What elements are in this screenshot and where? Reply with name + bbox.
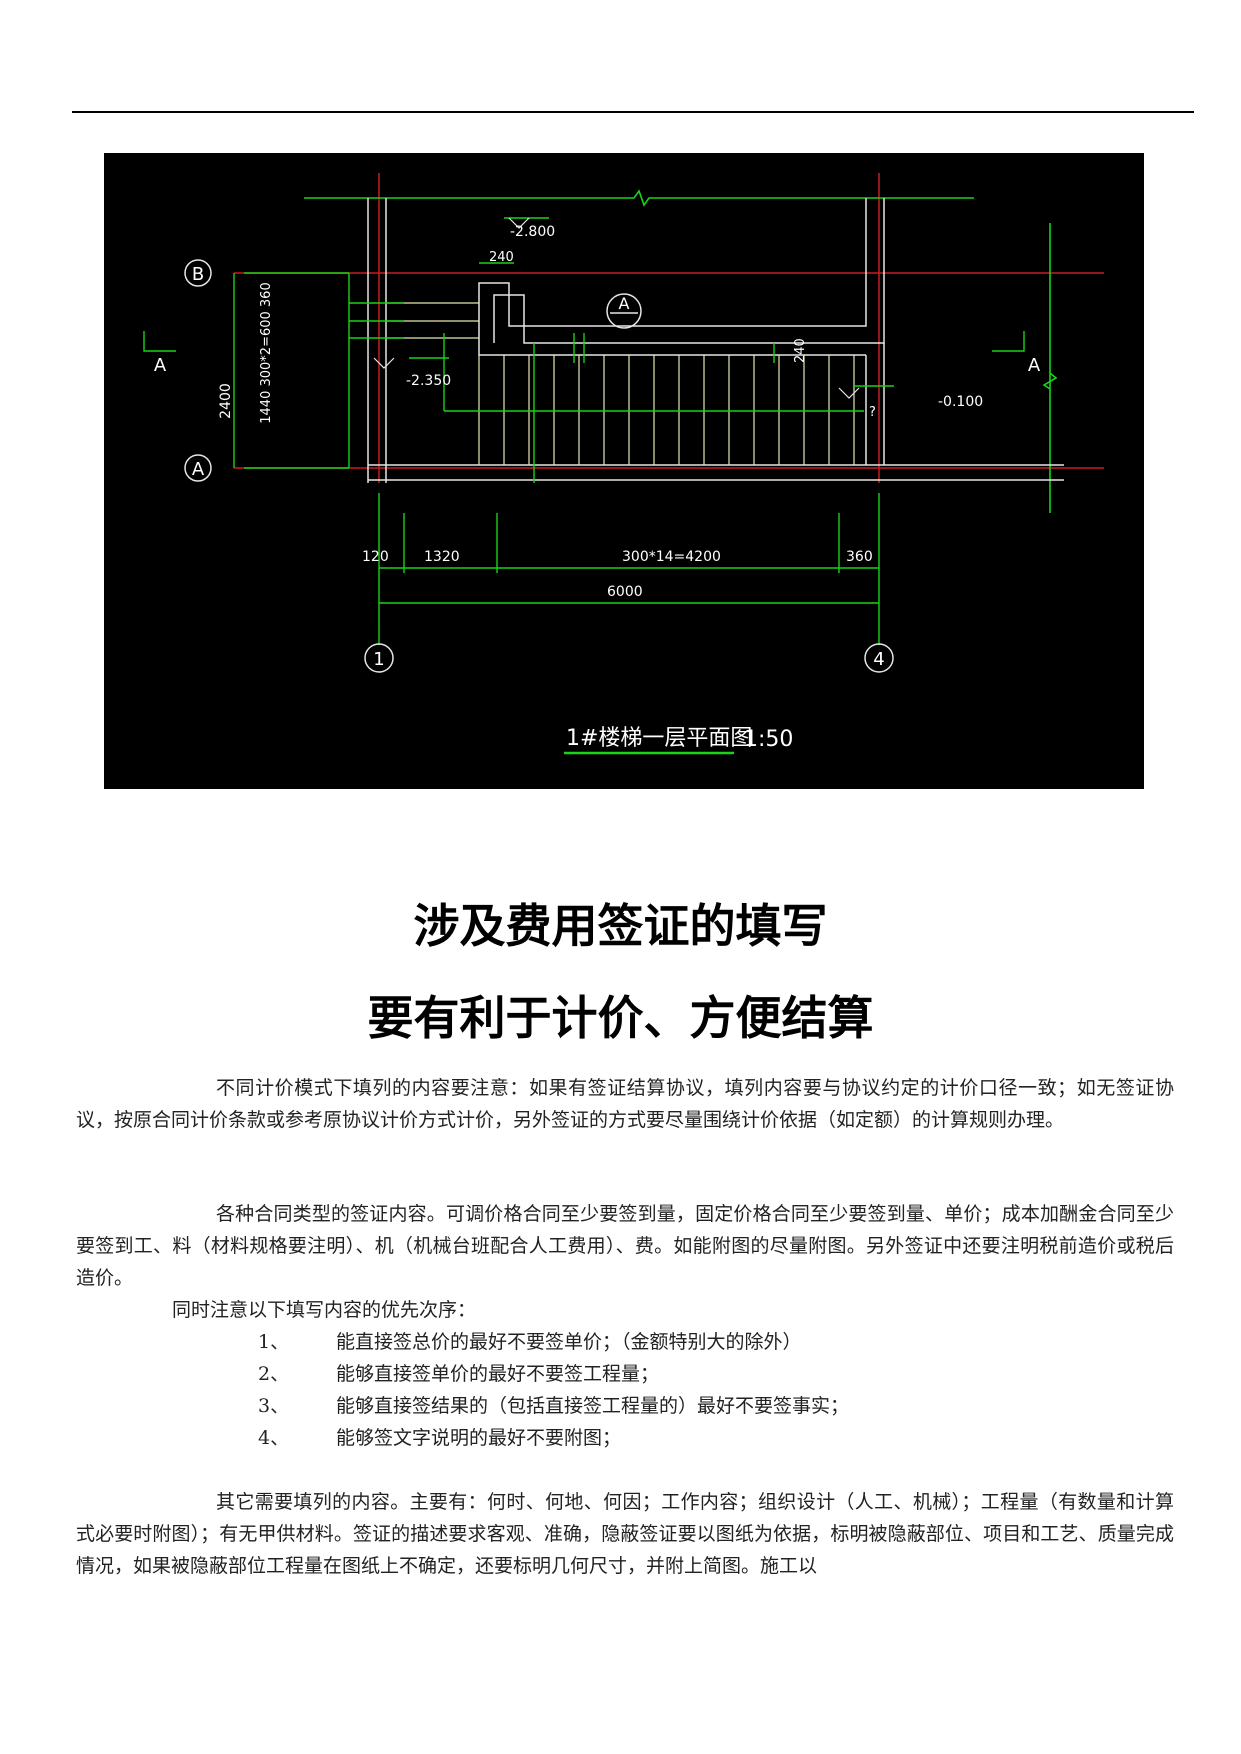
dimension-lines [143, 217, 1025, 645]
dim-120: 120 [362, 549, 389, 565]
list-number: 2、 [258, 1363, 290, 1385]
stair-floor-plan-drawing: B A 1 4 A A A -2.800 -2.350 -0.100 240 2… [104, 153, 1144, 789]
axis-bubble-4 [864, 643, 894, 673]
unknown-mark: ? [869, 405, 876, 420]
level-floor: -0.100 [938, 394, 983, 410]
drawing-title: 1#楼梯一层平面图 [566, 726, 752, 751]
list-item: 3、 能够直接签结果的（包括直接签工程量的）最好不要签事实； [258, 1390, 849, 1422]
dim-stair-vertical: 1440 300*2=600 360 [259, 282, 274, 423]
section-mark-right: A [1028, 355, 1041, 376]
level-top: -2.800 [510, 224, 555, 240]
axis-bubble-1 [364, 643, 394, 673]
list-number: 4、 [258, 1427, 290, 1449]
axis-label-a: A [192, 459, 205, 480]
list-text: 能够直接签结果的（包括直接签工程量的）最好不要签事实； [336, 1395, 850, 1417]
section-mark-left: A [154, 355, 167, 376]
list-text: 能够直接签单价的最好不要签工程量； [336, 1363, 660, 1385]
level-landing: -2.350 [406, 373, 451, 389]
list-item: 2、 能够直接签单价的最好不要签工程量； [258, 1358, 849, 1390]
section-symbol-label: A [619, 294, 630, 313]
level-marks [373, 217, 860, 399]
walls [367, 198, 1064, 483]
heading-line-2: 要有利于计价、方便结算 [367, 991, 874, 1045]
dim-2400: 2400 [218, 383, 234, 419]
dim-360: 360 [846, 549, 873, 565]
dim-240-side: 240 [793, 338, 808, 363]
list-number: 1、 [258, 1331, 290, 1353]
dim-240-top: 240 [489, 250, 514, 265]
heading-line-1: 涉及费用签证的填写 [413, 899, 828, 953]
axis-lines [234, 173, 1104, 483]
list-item: 1、 能直接签总价的最好不要签单价；（金额特别大的除外） [258, 1326, 849, 1358]
list-number: 3、 [258, 1395, 290, 1417]
paragraph-4: 其它需要填列的内容。主要有：何时、何地、何因；工作内容；组织设计（人工、机械）；… [76, 1491, 1174, 1577]
dim-4200: 300*14=4200 [622, 549, 721, 565]
axis-bubbles [184, 259, 894, 673]
cad-svg: B A 1 4 A A A -2.800 -2.350 -0.100 240 2… [143, 173, 1104, 755]
axis-bubble-b [184, 259, 212, 287]
top-rule [72, 111, 1194, 113]
list-text: 能直接签总价的最好不要签单价；（金额特别大的除外） [336, 1331, 802, 1353]
paragraph-1: 不同计价模式下填列的内容要注意：如果有签证结算协议，填列内容要与协议约定的计价口… [76, 1077, 1174, 1131]
stair-treads [386, 302, 855, 465]
dim-1320: 1320 [424, 549, 460, 565]
drawing-scale: 1:50 [744, 727, 793, 752]
priority-list: 1、 能直接签总价的最好不要签单价；（金额特别大的除外） 2、 能够直接签单价的最好… [258, 1326, 849, 1454]
paragraph-2: 各种合同类型的签证内容。可调价格合同至少要签到量，固定价格合同至少要签到量、单价… [76, 1203, 1174, 1289]
axis-label-b: B [192, 264, 204, 285]
axis-bubble-a [184, 454, 212, 482]
axis-label-1: 1 [373, 649, 384, 670]
list-item: 4、 能够签文字说明的最好不要附图； [258, 1422, 849, 1454]
list-text: 能够签文字说明的最好不要附图； [336, 1427, 622, 1449]
dim-6000: 6000 [607, 584, 643, 600]
paragraph-3: 同时注意以下填写内容的优先次序： [172, 1299, 477, 1321]
axis-label-4: 4 [873, 649, 884, 670]
section-symbol-circle [606, 293, 642, 329]
